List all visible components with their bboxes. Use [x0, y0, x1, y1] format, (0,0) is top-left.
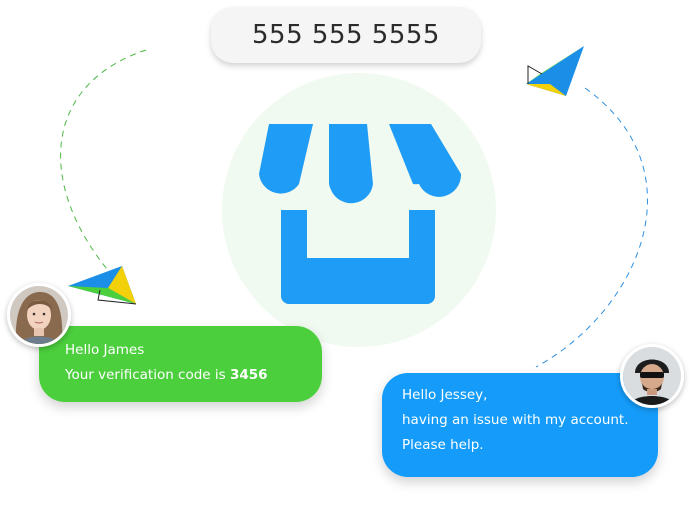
store-icon [259, 124, 462, 304]
blue-dashed-path [535, 87, 648, 368]
incoming-code-prefix: Your verification code is [65, 367, 230, 383]
incoming-greeting: Hello James [65, 342, 145, 358]
man-avatar-icon [623, 347, 681, 405]
woman-avatar-icon [10, 286, 68, 344]
paper-plane-icon [68, 266, 137, 305]
outgoing-issue-line: having an issue with my account. [402, 412, 629, 428]
green-dashed-path [60, 49, 147, 283]
outgoing-message-bubble: Hello Jessey, having an issue with my ac… [382, 373, 658, 477]
verification-code: 3456 [229, 367, 268, 383]
incoming-message-text: Hello James Your verification code is 34… [65, 338, 268, 388]
avatar [620, 344, 684, 408]
outgoing-greeting: Hello Jessey, [402, 387, 488, 403]
incoming-message-bubble: Hello James Your verification code is 34… [39, 326, 322, 402]
paper-plane-icon [526, 46, 584, 96]
avatar [7, 283, 71, 347]
incoming-code-line: Your verification code is 3456 [65, 363, 268, 388]
outgoing-message-text: Hello Jessey, having an issue with my ac… [402, 383, 629, 458]
outgoing-help-line: Please help. [402, 437, 484, 453]
phone-number: 555 555 5555 [252, 20, 440, 50]
phone-number-pill: 555 555 5555 [211, 7, 481, 63]
